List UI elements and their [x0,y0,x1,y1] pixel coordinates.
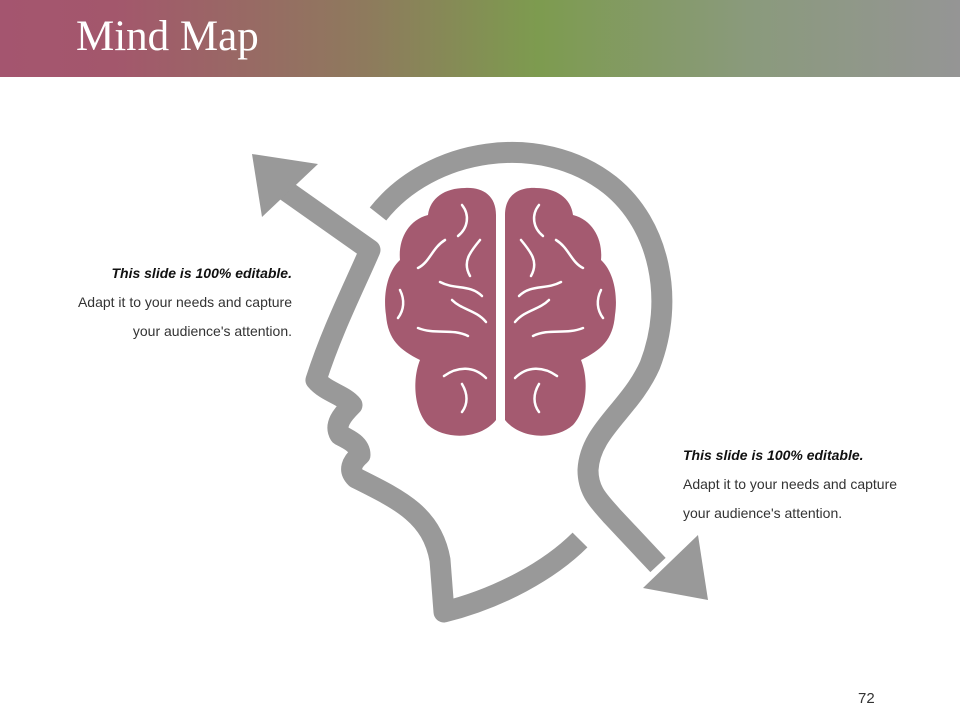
arrow-down-right-icon [643,535,708,600]
page-number: 72 [858,690,875,707]
head-profile-icon [261,141,673,623]
slide-title: Mind Map [76,13,259,60]
callout-right-line2: your audience's attention. [683,505,843,521]
arrow-up-left-icon [252,154,318,217]
title-banner: Mind Map [0,0,960,77]
callout-right-heading: This slide is 100% editable. [683,447,864,463]
callout-left: This slide is 100% editable. Adapt it to… [78,259,292,346]
callout-right-line1: Adapt it to your needs and capture [683,476,898,492]
brain-icon [385,187,616,436]
callout-right: This slide is 100% editable. Adapt it to… [683,441,897,528]
callout-left-line2: your audience's attention. [132,323,292,339]
callout-left-heading: This slide is 100% editable. [111,265,292,281]
callout-left-line1: Adapt it to your needs and capture [77,294,292,310]
